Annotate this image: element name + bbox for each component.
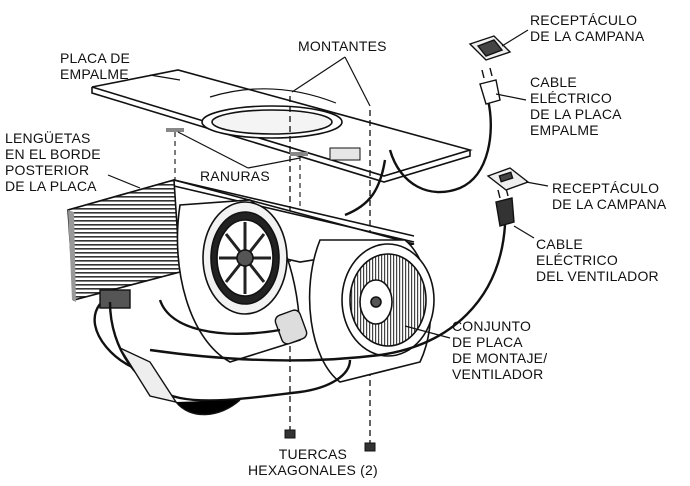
- motor-connector: [99, 289, 308, 345]
- leader-lines: [107, 29, 549, 339]
- label-conjunto: CONJUNTO DE PLACA DE MONTAJE/ VENTILADOR: [452, 318, 548, 382]
- label-montantes: MONTANTES: [298, 38, 387, 54]
- mounting-studs: [289, 96, 371, 445]
- label-receptaculo-top: RECEPTÁCULO DE LA CAMPANA: [530, 12, 645, 44]
- right-blower: [308, 239, 435, 383]
- label-placa-empalme: PLACA DE EMPALME: [60, 50, 131, 82]
- plug-bottom: [495, 187, 515, 227]
- label-receptaculo-bottom: RECEPTÁCULO DE LA CAMPANA: [552, 180, 667, 212]
- label-tuercas: TUERCAS HEXAGONALES (2): [248, 446, 378, 478]
- label-ranuras: RANURAS: [200, 168, 270, 184]
- junction-box: [118, 346, 241, 416]
- receptacle-bottom: [486, 167, 530, 191]
- transition-plate: [91, 69, 473, 183]
- label-lenguetas: LENGÜETAS EN EL BORDE POSTERIOR DE LA PL…: [5, 130, 101, 194]
- hex-nuts: [284, 429, 376, 452]
- power-cords: [149, 99, 507, 362]
- receptacle-top: [468, 35, 512, 61]
- plug-top: [479, 67, 501, 105]
- left-blower: [176, 199, 301, 363]
- label-cable-ventilador: CABLE ELÉCTRICO DEL VENTILADOR: [536, 236, 659, 284]
- label-cable-placa: CABLE ELÉCTRICO DE LA PLACA EMPALME: [530, 74, 622, 138]
